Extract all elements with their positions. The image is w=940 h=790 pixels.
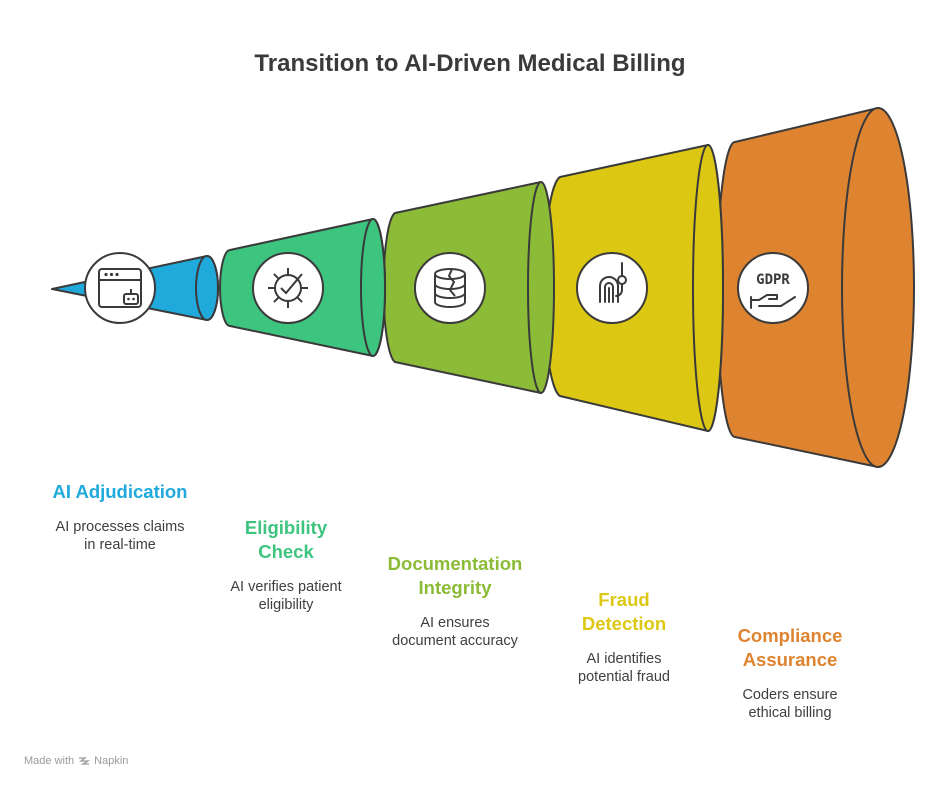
stage-title-line: Compliance <box>737 625 843 646</box>
fingerprint-icon <box>576 252 648 324</box>
stage-description-line: eligibility <box>258 597 314 613</box>
stage-description-line: Coders ensure <box>742 687 838 703</box>
stage-title-line: Documentation <box>387 553 523 574</box>
stage-title-line: Eligibility <box>244 517 328 538</box>
stage-description-line: document accuracy <box>392 633 518 649</box>
footer-prefix: Made with <box>24 755 75 767</box>
stage-description-line: ethical billing <box>748 705 832 721</box>
stage-description-line: in real-time <box>84 537 156 553</box>
stage-title-line: Fraud <box>598 589 650 610</box>
stage-description: Coders ensure ethical billing <box>680 686 900 722</box>
stage-description: AI verifies patient eligibility <box>176 578 396 614</box>
gear-check-icon <box>252 252 324 324</box>
made-with-footer: Made with Napkin <box>24 755 128 767</box>
cracked-database-icon <box>414 252 486 324</box>
footer-brand: Napkin <box>94 755 129 767</box>
stage-description: AI identifies potential fraud <box>514 650 734 686</box>
stage-description-line: AI ensures <box>420 615 490 631</box>
page-title: Transition to AI-Driven Medical Billing <box>254 50 686 77</box>
stage-title: AI Adjudication <box>10 480 230 504</box>
stage-label-ai-adjudication: AI Adjudication AI processes claims in rea… <box>10 480 230 554</box>
stage-title-line: Check <box>258 541 314 562</box>
segment-compliance-assurance <box>715 107 915 468</box>
stage-description: AI ensures document accuracy <box>345 614 565 650</box>
stage-description-line: AI verifies patient <box>230 579 342 595</box>
stage-description-line: potential fraud <box>578 669 670 685</box>
gdpr-hand-icon: GDPR <box>737 252 809 324</box>
stage-description-line: AI processes claims <box>55 519 185 535</box>
stage-title-line: Assurance <box>742 649 838 670</box>
napkin-logo-icon <box>79 757 91 765</box>
stage-title-line: Integrity <box>418 577 492 598</box>
browser-robot-icon <box>84 252 156 324</box>
stage-description: AI processes claims in real-time <box>10 518 230 554</box>
gdpr-label: GDPR <box>756 272 790 288</box>
stage-title-line: Detection <box>581 613 667 634</box>
stage-description-line: AI identifies <box>586 651 662 667</box>
stage-title-line: AI Adjudication <box>52 481 188 502</box>
